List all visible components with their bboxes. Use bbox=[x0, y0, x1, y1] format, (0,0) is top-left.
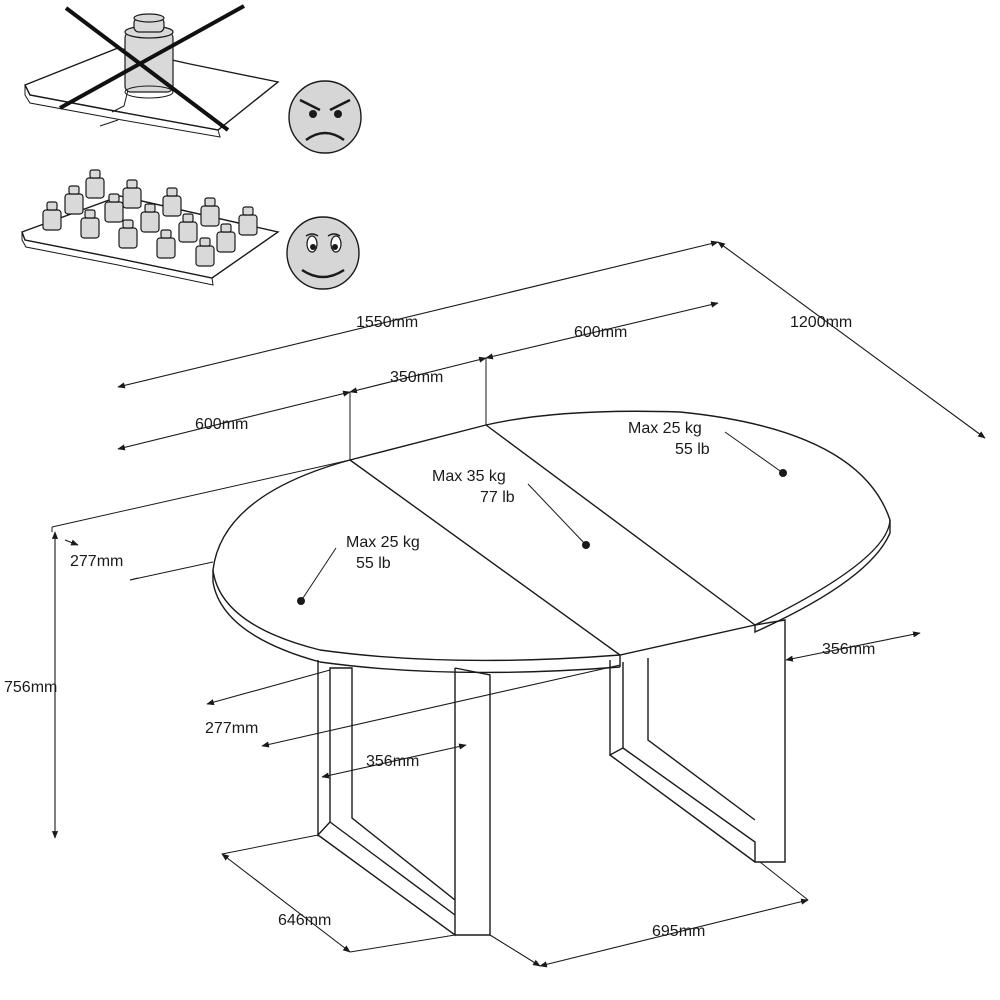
small-weight-icon bbox=[140, 203, 160, 233]
label-leaf-right: 600mm bbox=[574, 324, 627, 341]
small-weight-icon bbox=[64, 185, 84, 215]
label-left-weight-lb: 55 lb bbox=[356, 555, 391, 572]
label-overhang-front: 277mm bbox=[205, 720, 258, 737]
label-total-length: 1550mm bbox=[356, 314, 418, 331]
small-weight-icon bbox=[104, 193, 124, 223]
table-drawing bbox=[212, 410, 891, 937]
small-weight-icon bbox=[200, 197, 220, 227]
distributed-weights-icon bbox=[21, 169, 280, 286]
label-overhang-back: 277mm bbox=[70, 553, 123, 570]
small-weight-icon bbox=[122, 179, 142, 209]
label-leaf-left: 600mm bbox=[195, 416, 248, 433]
concentrated-weight-icon bbox=[24, 4, 280, 138]
label-middle-weight-lb: 77 lb bbox=[480, 489, 515, 506]
small-weight-icon bbox=[42, 201, 62, 231]
small-weight-icon bbox=[178, 213, 198, 243]
label-left-weight: Max 25 kg bbox=[346, 534, 420, 551]
table-top bbox=[212, 410, 891, 662]
small-weight-icon bbox=[238, 206, 258, 236]
label-height: 756mm bbox=[4, 679, 57, 696]
small-weight-icon bbox=[80, 209, 100, 239]
small-weight-icon bbox=[85, 169, 105, 199]
labels: 1550mm 1200mm 600mm 350mm 600mm 277mm 27… bbox=[4, 314, 875, 940]
label-right-weight: Max 25 kg bbox=[628, 420, 702, 437]
small-weight-icon bbox=[162, 187, 182, 217]
dimension-lines bbox=[51, 240, 986, 968]
label-leg-inset-left: 356mm bbox=[366, 753, 419, 770]
label-depth: 1200mm bbox=[790, 314, 852, 331]
happy-face-icon bbox=[286, 216, 360, 290]
label-leg-inset-right: 356mm bbox=[822, 641, 875, 658]
label-leg-span: 695mm bbox=[652, 923, 705, 940]
label-middle-weight: Max 35 kg bbox=[432, 468, 506, 485]
label-middle-leaf: 350mm bbox=[390, 369, 443, 386]
label-right-weight-lb: 55 lb bbox=[675, 441, 710, 458]
angry-face-icon bbox=[288, 80, 362, 154]
label-leg-depth: 646mm bbox=[278, 912, 331, 929]
